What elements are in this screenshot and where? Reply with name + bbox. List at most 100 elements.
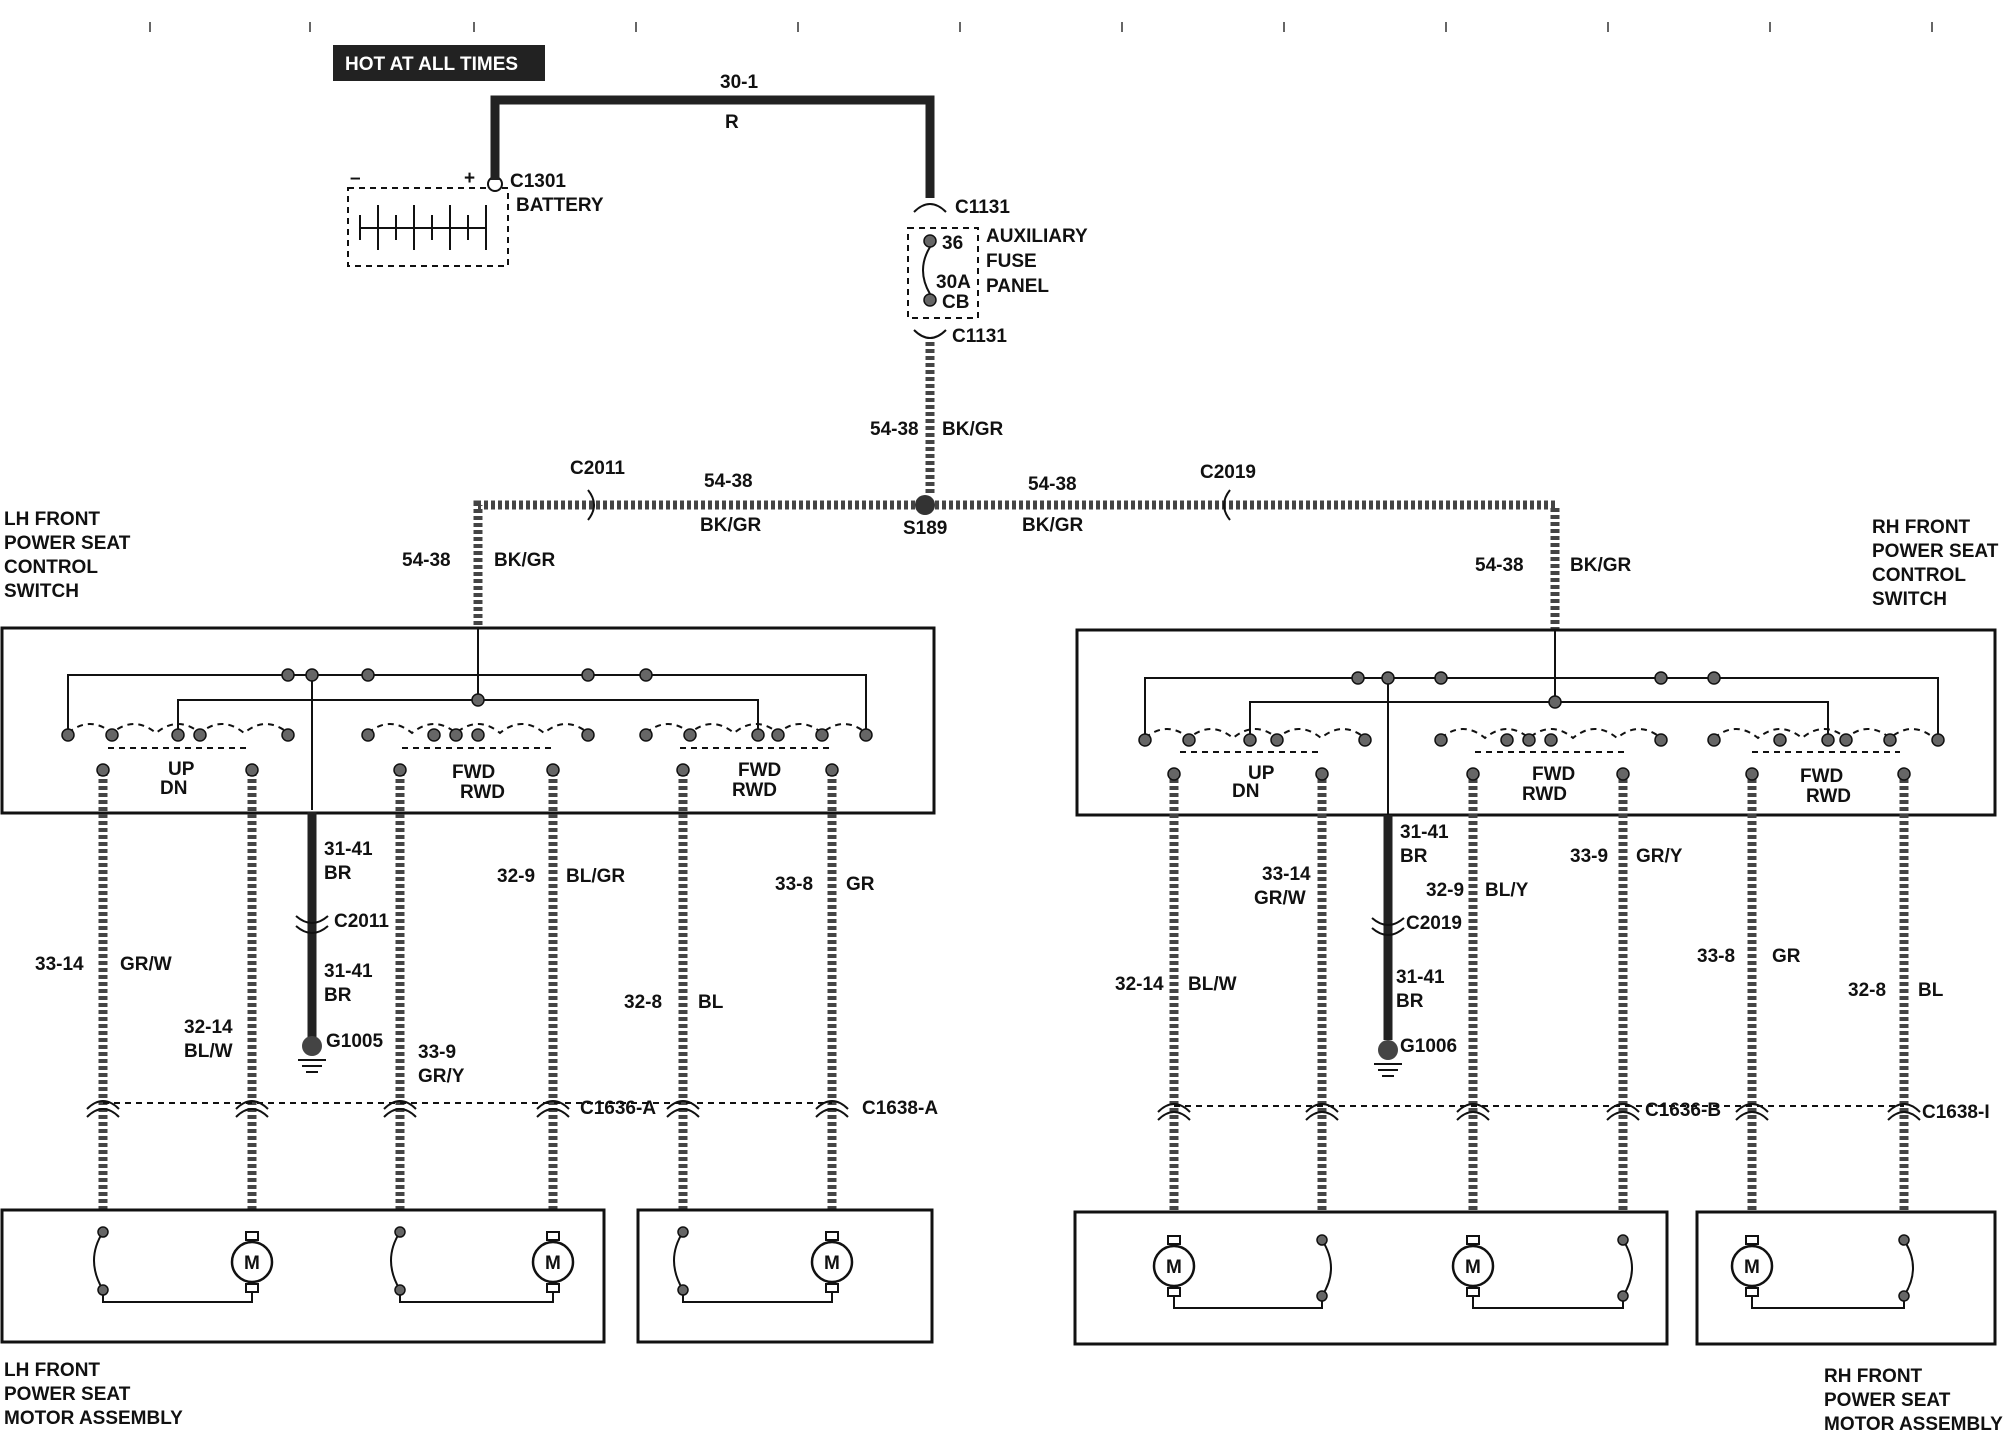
inline-connector-mark bbox=[1735, 1103, 1769, 1113]
motor-terminal-node bbox=[97, 1284, 109, 1296]
lh-w1-circuit: 33-14 bbox=[35, 954, 84, 975]
rh-w1-color: BL/W bbox=[1188, 974, 1237, 995]
switch-contact-node bbox=[171, 728, 185, 742]
inline-connector-mark bbox=[536, 1108, 570, 1118]
motor-icon bbox=[531, 1240, 575, 1284]
fuse-connector-top: C1131 bbox=[955, 197, 1010, 218]
rh-gnd-color-bot: BR bbox=[1396, 991, 1424, 1012]
lh-w4-circuit: 32-9 bbox=[497, 866, 535, 887]
switch-contact-node bbox=[1182, 733, 1196, 747]
splice-id: S189 bbox=[903, 518, 947, 539]
fuse-rating: 30A bbox=[936, 272, 971, 293]
lh-gnd-color-top: BR bbox=[324, 863, 352, 884]
inline-connector-mark bbox=[235, 1100, 269, 1110]
switch-contact-node bbox=[305, 668, 319, 682]
right-branch-wire bbox=[935, 500, 1560, 630]
rh-switch-title: RH FRONT POWER SEAT CONTROL SWITCH bbox=[1872, 517, 1999, 610]
hot-label: HOT AT ALL TIMES bbox=[345, 54, 518, 75]
switch-contact-node bbox=[1243, 733, 1257, 747]
svg-text:MOTOR ASSEMBLY: MOTOR ASSEMBLY bbox=[1824, 1414, 2003, 1435]
lh-wires bbox=[98, 772, 837, 1210]
inline-connector-mark bbox=[1606, 1111, 1640, 1121]
switch-contact-node bbox=[1707, 671, 1721, 685]
lh-fwd1-label: FWD bbox=[452, 762, 495, 783]
top-wire-circuit: 30-1 bbox=[720, 72, 758, 93]
svg-text:MOTOR ASSEMBLY: MOTOR ASSEMBLY bbox=[4, 1408, 183, 1429]
switch-contact-node bbox=[676, 763, 690, 777]
switch-contact-node bbox=[1897, 767, 1911, 781]
switch-contact-node bbox=[1351, 671, 1365, 685]
svg-text:RH FRONT: RH FRONT bbox=[1824, 1366, 1923, 1387]
splice-s189 bbox=[915, 495, 935, 515]
rh-rwd2-label: RWD bbox=[1806, 786, 1851, 807]
switch-contact-node bbox=[1466, 767, 1480, 781]
top-wire-color: R bbox=[725, 112, 739, 133]
lh-conn-b: C1638-A bbox=[862, 1098, 938, 1119]
left-branch-wire bbox=[473, 500, 915, 628]
switch-contact-node bbox=[1270, 733, 1284, 747]
motor-label: M bbox=[824, 1253, 840, 1274]
rh-w3-circuit: 32-9 bbox=[1426, 880, 1464, 901]
motor-icon bbox=[810, 1240, 854, 1284]
motor-brush-top bbox=[1167, 1235, 1181, 1245]
switch-contact-node bbox=[1616, 767, 1630, 781]
switch-contact-node bbox=[1381, 671, 1395, 685]
motor-icon bbox=[230, 1240, 274, 1284]
lh-switch-title: LH FRONT POWER SEAT CONTROL SWITCH bbox=[4, 509, 131, 602]
rh-feed-circuit: 54-38 bbox=[1475, 555, 1524, 576]
switch-contact-node bbox=[361, 728, 375, 742]
lh-w2-color: BL/W bbox=[184, 1041, 233, 1062]
lh-w1-color: GR/W bbox=[120, 954, 172, 975]
switch-contact-node bbox=[683, 728, 697, 742]
switch-contact-node bbox=[281, 728, 295, 742]
motor-terminal-node bbox=[1898, 1234, 1910, 1246]
rh-w6-color: BL bbox=[1918, 980, 1944, 1001]
motor-label: M bbox=[1465, 1257, 1481, 1278]
rh-w4-circuit: 33-9 bbox=[1570, 846, 1608, 867]
switch-contact-node bbox=[193, 728, 207, 742]
lh-w6-circuit: 33-8 bbox=[775, 874, 813, 895]
rh-gnd-circuit-top: 31-41 bbox=[1400, 822, 1449, 843]
inline-connector-mark bbox=[1606, 1103, 1640, 1113]
motor-terminal-node bbox=[394, 1226, 406, 1238]
switch-contact-node bbox=[1138, 733, 1152, 747]
switch-contact-node bbox=[1500, 733, 1514, 747]
svg-text:POWER SEAT: POWER SEAT bbox=[1824, 1390, 1951, 1411]
switch-contact-node bbox=[581, 668, 595, 682]
switch-contact-node bbox=[1358, 733, 1372, 747]
motor-icon bbox=[1451, 1244, 1495, 1288]
right-connector: C2019 bbox=[1200, 462, 1256, 483]
lh-feed-color: BK/GR bbox=[494, 550, 556, 571]
motor-icon bbox=[1730, 1244, 1774, 1288]
switch-contact-node bbox=[361, 668, 375, 682]
rh-gnd-circuit-bot: 31-41 bbox=[1396, 967, 1445, 988]
motor-brush-bottom bbox=[245, 1283, 259, 1293]
fuse-number: 36 bbox=[942, 233, 963, 254]
battery-minus: – bbox=[350, 168, 361, 189]
rh-wires bbox=[1169, 772, 1909, 1212]
lh-w4-color: BL/GR bbox=[566, 866, 625, 887]
switch-contact-node bbox=[771, 728, 785, 742]
svg-text:SWITCH: SWITCH bbox=[1872, 589, 1947, 610]
motor-label: M bbox=[545, 1253, 561, 1274]
battery-connector: C1301 bbox=[510, 171, 566, 192]
inline-connector-mark bbox=[383, 1108, 417, 1118]
battery: – + C1301 BATTERY bbox=[347, 168, 604, 267]
rh-w2-color: GR/W bbox=[1254, 888, 1306, 909]
switch-contact-node bbox=[1821, 733, 1835, 747]
inline-connector-mark bbox=[666, 1108, 700, 1118]
switch-contact-node bbox=[1931, 733, 1945, 747]
rh-conn-b: C1638-I bbox=[1922, 1102, 1990, 1123]
motor-label: M bbox=[1166, 1257, 1182, 1278]
hot-at-all-times-banner: HOT AT ALL TIMES bbox=[333, 45, 545, 81]
lh-power-seat-switch bbox=[0, 626, 936, 815]
lh-w6-color: GR bbox=[846, 874, 875, 895]
lh-motor-title: LH FRONT POWER SEAT MOTOR ASSEMBLY bbox=[4, 1360, 183, 1429]
lh-w5-circuit: 32-8 bbox=[624, 992, 662, 1013]
inline-connector-mark bbox=[383, 1100, 417, 1110]
auxiliary-fuse-panel: C1131 36 30A CB AUXILIARY FUSE PANEL C11… bbox=[907, 197, 1088, 347]
motor-terminal-node bbox=[394, 1284, 406, 1296]
border-ticks bbox=[149, 22, 1933, 32]
inline-connector-mark bbox=[1305, 1111, 1339, 1121]
